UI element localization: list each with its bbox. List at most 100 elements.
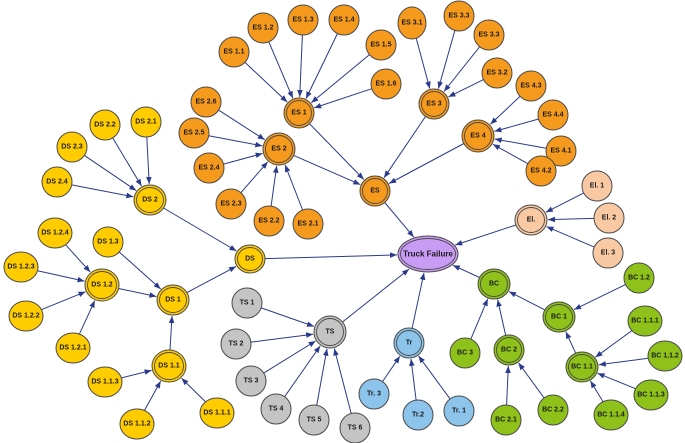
node-es4[interactable]: ES 4 [461, 119, 495, 153]
node-label: TS [326, 329, 335, 336]
node-es2-3[interactable]: ES 2.3 [215, 188, 247, 220]
node-label: ES 2.5 [183, 130, 204, 137]
node-el[interactable]: El. [514, 204, 548, 236]
node-bc1-1[interactable]: BC 1.1 [565, 351, 599, 383]
node-bc2-1[interactable]: BC 2.1 [490, 404, 522, 436]
edges-layer [37, 30, 649, 414]
node-ds1-2-3[interactable]: DS 1.2.3 [3, 251, 39, 283]
node-label: TS 5 [307, 417, 322, 424]
node-bc2-2[interactable]: BC 2.2 [537, 394, 569, 426]
node-ds2[interactable]: DS 2 [133, 184, 167, 216]
node-es4-4[interactable]: ES 4.4 [537, 99, 569, 131]
node-es1-3[interactable]: ES 1.3 [287, 4, 319, 36]
node-ts[interactable]: TS [313, 315, 347, 349]
node-ds1-1-2[interactable]: DS 1.1.2 [119, 408, 155, 440]
edge-bc1-2-to-bc1 [573, 284, 626, 311]
edge-bc3-to-bc [470, 298, 489, 340]
node-es[interactable]: ES [359, 175, 391, 207]
node-es3-2[interactable]: ES 3.2 [481, 57, 513, 89]
node-el2[interactable]: El. 2 [593, 202, 625, 234]
node-bc1-1-3[interactable]: BC 1.1.3 [633, 379, 669, 411]
node-bc[interactable]: BC [477, 268, 511, 300]
node-ts2[interactable]: TS 2 [220, 328, 252, 360]
edge-es4-to-es [388, 143, 465, 184]
node-ds2-2[interactable]: DS 2.2 [89, 109, 121, 141]
node-ds2-1[interactable]: DS 2.1 [130, 106, 162, 138]
node-es4-1[interactable]: ES 4.1 [545, 135, 577, 167]
node-el1[interactable]: El. 1 [581, 170, 613, 202]
edge-bc2-1-to-bc2 [505, 365, 511, 406]
node-tr3[interactable]: Tr. 3 [358, 378, 390, 410]
edge-tr1-to-tr [418, 355, 451, 400]
node-es2-6[interactable]: ES 2.6 [190, 86, 222, 118]
node-es4-2[interactable]: ES 4.2 [525, 155, 557, 187]
node-ds1-1-1[interactable]: DS 1.1.1 [199, 397, 235, 429]
node-ds2-4[interactable]: DS 2.4 [41, 166, 73, 198]
node-es4-3[interactable]: ES 4.3 [515, 70, 547, 102]
node-ts6[interactable]: TS 6 [339, 412, 371, 443]
edge-es1-2-to-es1 [268, 41, 294, 99]
node-label: DS 1.1.3 [91, 379, 118, 386]
node-bc1-1-2[interactable]: BC 1.1.2 [647, 340, 683, 372]
node-ds1-1[interactable]: DS 1.1 [151, 349, 187, 383]
node-label: DS 1 [165, 297, 181, 304]
node-bc3[interactable]: BC 3 [449, 337, 481, 369]
node-es1[interactable]: ES 1 [283, 97, 315, 129]
node-tf[interactable]: Truck Failure [397, 235, 459, 273]
node-tr[interactable]: Tr [393, 327, 425, 359]
node-ts3[interactable]: TS 3 [235, 365, 267, 397]
node-es1-2[interactable]: ES 1.2 [247, 12, 279, 44]
node-ts1[interactable]: TS 1 [231, 287, 263, 319]
edge-ds2-1-to-ds2 [146, 136, 152, 185]
node-tr1[interactable]: Tr. 1 [443, 395, 475, 427]
node-ds1-1-3[interactable]: DS 1.1.3 [87, 366, 123, 398]
node-label: Tr. 1 [452, 408, 466, 415]
node-ds1[interactable]: DS 1 [156, 284, 190, 316]
node-es3[interactable]: ES 3 [418, 88, 450, 120]
edge-es-to-tf [384, 202, 415, 238]
node-es2-5[interactable]: ES 2.5 [178, 117, 210, 149]
node-ds1-2[interactable]: DS 1.2 [84, 268, 120, 302]
node-label: DS 2.2 [94, 122, 116, 129]
node-label: El. 2 [602, 215, 617, 222]
node-es1-4[interactable]: ES 1.4 [328, 4, 360, 36]
edge-ds2-2-to-ds2 [112, 137, 143, 187]
node-label: ES 1.4 [333, 17, 354, 24]
edge-ds1-1-2-to-ds1-1 [143, 380, 162, 411]
node-bc1[interactable]: BC 1 [542, 301, 576, 333]
edge-ts5-to-ts [316, 348, 329, 406]
node-es2-4[interactable]: ES 2.4 [193, 152, 225, 184]
node-ds[interactable]: DS [234, 244, 266, 274]
node-ds1-2-2[interactable]: DS 1.2.2 [8, 300, 44, 332]
node-es2-2[interactable]: ES 2.2 [253, 205, 285, 237]
edge-bc1-1-to-bc1 [565, 331, 577, 354]
node-ds1-2-4[interactable]: DS 1.2.4 [37, 217, 73, 249]
node-label: DS 2.4 [46, 179, 68, 186]
node-bc2[interactable]: BC 2 [493, 334, 525, 366]
node-bc1-1-4[interactable]: BC 1.1.4 [593, 399, 629, 431]
node-es2[interactable]: ES 2 [262, 132, 296, 166]
node-bc1-2[interactable]: BC 1.2 [623, 262, 655, 294]
node-es1-6[interactable]: ES 1.6 [370, 68, 402, 100]
edge-es3-3b-to-es3 [443, 46, 481, 92]
node-ts5[interactable]: TS 5 [298, 404, 330, 436]
node-es2-1[interactable]: ES 2.1 [292, 208, 324, 240]
node-es3-3[interactable]: ES 3.3 [443, 0, 475, 32]
node-es1-5[interactable]: ES 1.5 [365, 29, 397, 61]
node-ds1-3[interactable]: DS 1.3 [92, 226, 124, 258]
node-label: DS 1.2.2 [12, 313, 39, 320]
edge-ds2-3-to-ds2 [84, 154, 137, 192]
node-el3[interactable]: El. 3 [592, 237, 624, 269]
node-ts4[interactable]: TS 4 [260, 393, 292, 425]
node-es1-1[interactable]: ES 1.1 [218, 36, 250, 68]
node-es3-3b[interactable]: ES 3.3 [473, 19, 505, 51]
node-ds1-2-1[interactable]: DS 1.2.1 [55, 332, 91, 364]
node-bc1-1-1[interactable]: BC 1.1.1 [627, 305, 663, 337]
edge-ds1-to-ds [186, 265, 237, 294]
node-label: BC 1.1.1 [631, 318, 659, 325]
node-label: TS 3 [244, 378, 259, 385]
node-es3-1[interactable]: ES 3.1 [397, 6, 427, 40]
node-ds2-3[interactable]: DS 2.3 [56, 131, 88, 163]
edge-es4-4-to-es4 [494, 118, 539, 133]
node-tr2[interactable]: Tr.2 [402, 399, 434, 431]
